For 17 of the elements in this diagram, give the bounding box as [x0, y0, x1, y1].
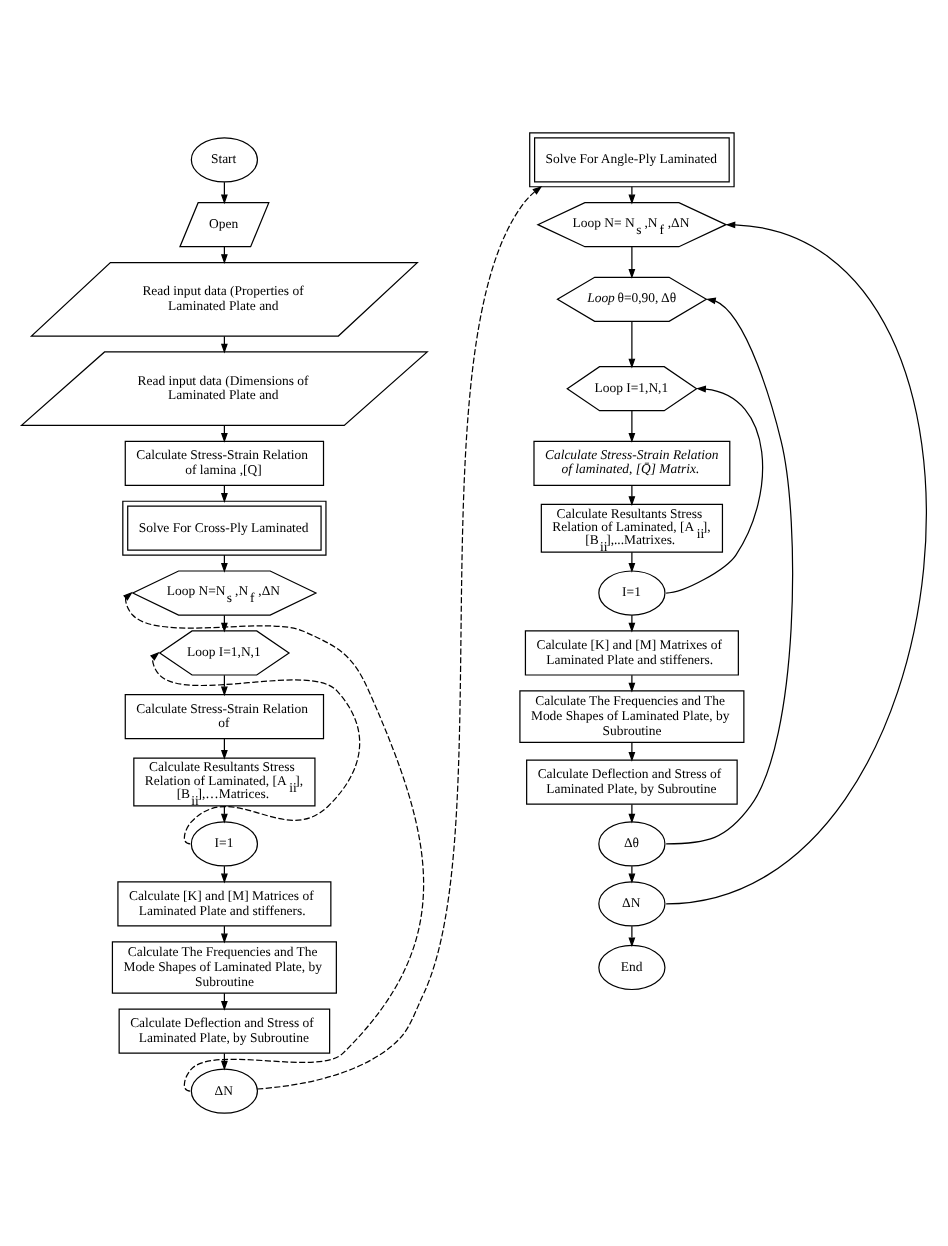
arrow	[628, 410, 636, 443]
arrow	[628, 551, 636, 573]
arrow	[665, 385, 764, 594]
arrow	[665, 221, 927, 905]
arrow	[628, 741, 636, 762]
arrow	[628, 246, 636, 279]
arrow	[628, 925, 636, 948]
arrow	[628, 485, 636, 506]
arrow	[628, 865, 636, 884]
arrow	[628, 614, 636, 633]
arrow	[628, 803, 636, 824]
arrow	[628, 674, 636, 693]
arrow	[628, 186, 636, 205]
arrow	[628, 320, 636, 369]
arrow	[256, 185, 543, 1090]
arrow	[150, 651, 361, 845]
arrow	[665, 297, 794, 845]
